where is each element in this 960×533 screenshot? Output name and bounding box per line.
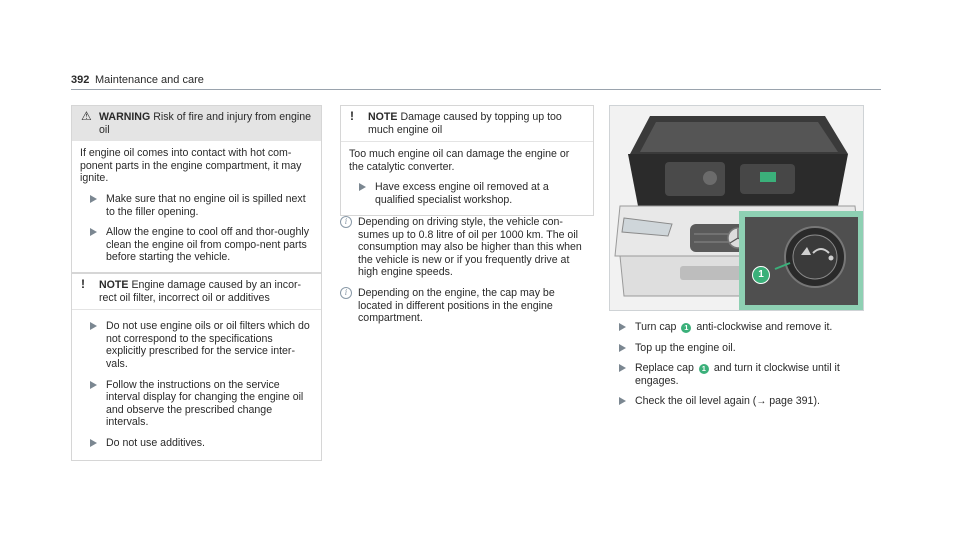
step-turn-cap: Turn cap 1 anti-clockwise and remove it.: [609, 321, 864, 334]
warning-intro: If engine oil comes into contact with ho…: [80, 147, 302, 185]
info-notes: i Depending on driving style, the vehicl…: [340, 216, 590, 333]
step-text: Check the oil level again (: [635, 395, 757, 408]
page-reference-link[interactable]: page 391: [769, 395, 814, 408]
warning-title: Risk of fire and injury from engine oil: [99, 111, 312, 136]
step-arrow-icon: [90, 380, 97, 389]
callout-badge-1: 1: [681, 323, 692, 333]
note-step: Do not use additives.: [80, 437, 313, 450]
note-exclamation-icon: !: [81, 277, 85, 291]
page-number: 392: [71, 74, 90, 86]
warning-step: Allow the engine to cool off and thor-ou…: [80, 226, 313, 264]
oil-cap-detail-inset: [739, 211, 863, 310]
header-divider: [71, 89, 881, 90]
info-note-text: Depending on the engine, the cap may be …: [358, 286, 555, 325]
page-ref-arrow-icon: →: [756, 396, 767, 408]
step-arrow-icon: [619, 397, 626, 406]
callout-badge-1: 1: [698, 364, 709, 375]
info-icon: i: [340, 286, 352, 299]
step-arrow-icon: [90, 194, 97, 203]
step-arrow-icon: [90, 322, 97, 331]
step-text: Turn cap: [635, 321, 677, 333]
section-title: Maintenance and care: [95, 74, 204, 86]
step-text: Replace cap: [635, 362, 694, 375]
warning-icon: ⚠: [81, 109, 92, 123]
note-step-text: Do not use additives.: [106, 436, 205, 449]
step-check-level: Check the oil level again (→ page 391).: [609, 395, 864, 409]
note-body: Too much engine oil can damage the engin…: [341, 141, 593, 214]
note-step: Have excess engine oil removed at a qual…: [349, 181, 585, 206]
info-note: i Depending on driving style, the vehicl…: [340, 216, 590, 279]
note-intro: Too much engine oil can damage the engin…: [349, 148, 570, 173]
warning-step: Make sure that no engine oil is spilled …: [80, 193, 313, 218]
note-step-text: Have excess engine oil removed at a qual…: [375, 181, 549, 206]
info-icon: i: [340, 216, 352, 228]
note-step-text: Follow the instructions on the service i…: [106, 378, 304, 429]
step-text: ).: [813, 395, 820, 408]
figure-callout-1: 1: [752, 266, 770, 284]
warning-label: WARNING: [99, 111, 151, 123]
engine-compartment-figure: 1: [609, 105, 864, 311]
car-engine-illustration: [610, 106, 863, 310]
note-step-text: Do not use engine oils or oil filters wh…: [106, 320, 310, 370]
step-top-up: Top up the engine oil.: [609, 342, 864, 355]
step-arrow-icon: [619, 343, 626, 352]
oil-topup-steps: Turn cap 1 anti-clockwise and remove it.…: [609, 321, 864, 417]
note-title: Engine damage caused by an incor-rect oi…: [99, 279, 302, 304]
step-text: and turn it clockwise until it engages.: [635, 362, 840, 387]
step-text: anti-clockwise and remove it.: [696, 321, 833, 333]
note-exclamation-icon: !: [350, 109, 354, 123]
step-arrow-icon: [90, 228, 97, 237]
note-label: NOTE: [99, 279, 129, 291]
note-step: Follow the instructions on the service i…: [80, 379, 313, 429]
oil-cap-illustration: [745, 217, 858, 305]
note-title: Damage caused by topping up too much eng…: [368, 111, 562, 136]
oil-cap-detail: [745, 217, 858, 305]
step-text: Top up the engine oil.: [635, 341, 736, 354]
info-note-text: Depending on driving style, the vehicle …: [358, 216, 582, 279]
warning-body: If engine oil comes into contact with ho…: [72, 141, 321, 272]
info-note: i Depending on the engine, the cap may b…: [340, 286, 590, 325]
step-arrow-icon: [359, 183, 366, 192]
page-header: 392 Maintenance and care: [71, 74, 881, 88]
step-arrow-icon: [619, 364, 626, 373]
note-step: Do not use engine oils or oil filters wh…: [80, 320, 313, 370]
step-arrow-icon: [619, 323, 626, 331]
step-arrow-icon: [90, 438, 97, 447]
warning-step-text: Make sure that no engine oil is spilled …: [106, 192, 306, 218]
note-label: NOTE: [368, 111, 398, 123]
warning-step-text: Allow the engine to cool off and thor-ou…: [106, 226, 309, 264]
note-body: Do not use engine oils or oil filters wh…: [72, 309, 321, 459]
step-replace-cap: Replace cap 1 and turn it clockwise unti…: [609, 362, 864, 387]
